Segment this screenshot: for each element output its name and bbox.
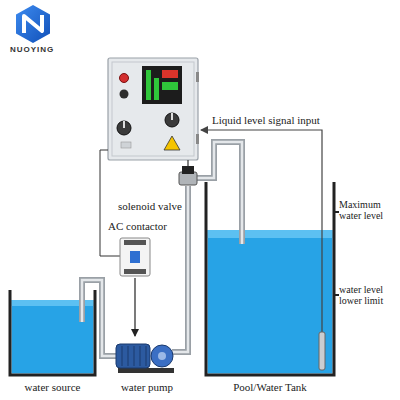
pipe xyxy=(182,214,188,352)
contactor-body xyxy=(120,238,150,276)
control-box xyxy=(108,58,199,160)
pump-head xyxy=(151,345,173,367)
warning-sign xyxy=(164,136,180,150)
pump-base xyxy=(118,368,174,373)
display-digits xyxy=(162,70,178,78)
pipe-highlight xyxy=(241,182,244,244)
solenoid-valve: solenoid valve xyxy=(116,166,200,214)
pipe-highlight xyxy=(81,288,84,322)
tank-wall xyxy=(10,290,95,375)
pool-tank-shape xyxy=(204,182,336,395)
pipe-highlight xyxy=(172,351,182,354)
contactor-terminals xyxy=(124,269,146,274)
signal-label-box: Liquid level signal input xyxy=(212,114,320,126)
level-label: water level lower limit xyxy=(339,284,397,306)
level-sensor xyxy=(319,332,325,370)
level-label-box: Maximum water level xyxy=(339,199,397,221)
hinge xyxy=(196,72,199,82)
level-label: Maximum water level xyxy=(339,199,397,221)
display-bar xyxy=(146,70,151,100)
pipe xyxy=(185,186,191,214)
water-pump: water pump xyxy=(112,336,182,395)
source-tank-shape xyxy=(8,288,97,395)
level-display xyxy=(142,66,182,104)
pipe xyxy=(239,182,245,244)
arrow-carrier xyxy=(200,142,242,182)
pipe-highlight xyxy=(182,214,188,352)
node-label: solenoid valve xyxy=(118,200,182,213)
tank-wall xyxy=(206,182,334,375)
hinge xyxy=(196,134,199,144)
source-tank: water source xyxy=(8,288,97,395)
logo-mark xyxy=(24,15,42,33)
tank-water xyxy=(208,230,333,374)
pool-tank: Pool/Water Tank xyxy=(204,182,336,395)
pipe-highlight xyxy=(200,142,242,182)
logo-hexagon xyxy=(16,5,50,43)
signal-line xyxy=(201,130,322,182)
brand-name: NUOYING xyxy=(10,45,54,54)
pump-motor xyxy=(116,344,150,368)
valve-coil xyxy=(182,166,194,174)
ac-contactor: AC contactor xyxy=(106,220,174,278)
node-label: Pool/Water Tank xyxy=(233,381,307,394)
water-surface xyxy=(208,230,333,238)
push-button xyxy=(120,90,129,99)
motor-fins xyxy=(122,346,146,366)
indicator-lamp xyxy=(120,74,129,83)
control-wire xyxy=(135,278,136,336)
pump-hub xyxy=(158,352,166,360)
arrow-carrier xyxy=(182,214,188,352)
wire xyxy=(134,278,135,336)
contactor-terminals xyxy=(124,240,146,245)
control-wire xyxy=(100,150,120,256)
node-label: water pump xyxy=(121,381,173,394)
control-box-door xyxy=(112,62,194,156)
sensor-cable xyxy=(321,182,322,332)
pipe-highlight xyxy=(187,186,190,214)
display-bar xyxy=(154,78,159,100)
lock xyxy=(121,142,131,148)
display-digits xyxy=(162,82,178,90)
signal-label: Liquid level signal input xyxy=(212,114,320,126)
selector-knob xyxy=(165,113,179,127)
node-label: AC contactor xyxy=(108,220,167,233)
knob-pointer xyxy=(171,113,173,120)
selector-knob xyxy=(117,121,131,135)
node-label: water source xyxy=(25,381,81,394)
contactor-lever xyxy=(130,251,140,263)
level-label-box: water level lower limit xyxy=(339,284,397,306)
pipe xyxy=(79,288,85,322)
pipe xyxy=(172,349,182,355)
control-box-housing xyxy=(108,58,198,160)
logo xyxy=(16,5,50,43)
level-tick xyxy=(334,212,339,295)
brand-name-box: NUOYING xyxy=(10,45,54,54)
arrow-carrier xyxy=(135,278,136,336)
water-pipe xyxy=(182,214,188,352)
knob-pointer xyxy=(123,121,125,128)
water-pipe xyxy=(200,142,242,182)
pipe xyxy=(200,142,242,182)
